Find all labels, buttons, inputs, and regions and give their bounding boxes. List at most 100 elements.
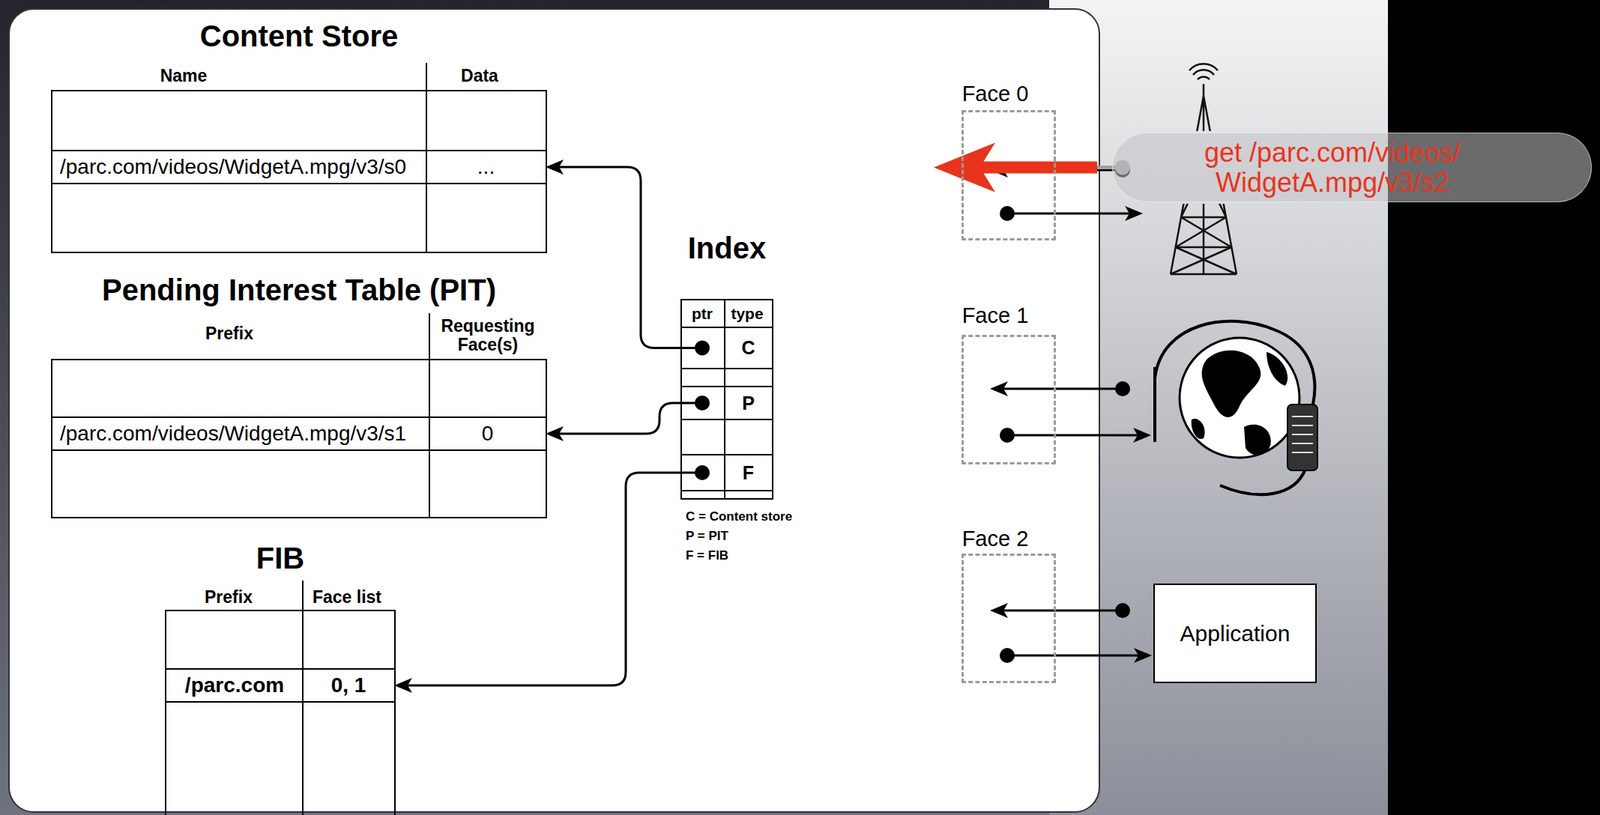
face-box: Face 0 — [961, 110, 1056, 241]
arrowhead — [394, 678, 413, 694]
column-divider — [428, 313, 431, 518]
column-header: Face list — [312, 587, 382, 608]
pointer-line — [406, 472, 703, 686]
table-box: Content Store/parc.com/videos/WidgetA.mp… — [50, 89, 548, 254]
prefix-cell: /parc.com/videos/WidgetA.mpg/v3/s1 — [52, 418, 430, 450]
index-row: P — [681, 385, 772, 421]
column-header: type — [730, 305, 763, 323]
type-letter: F — [724, 455, 772, 491]
index-key: C = Content store — [685, 509, 793, 525]
face-list-cell: 0, 1 — [331, 673, 367, 698]
data-cell: ... — [426, 151, 546, 183]
type-letter: C — [741, 337, 755, 359]
data-cell: ... — [477, 155, 495, 180]
arrowhead — [1133, 648, 1152, 664]
index-table: IndexCPF — [680, 299, 774, 500]
pointer-dot — [694, 395, 710, 411]
face-title: Face 2 — [962, 526, 1029, 552]
connector — [545, 395, 710, 442]
table-title: FIB — [166, 541, 395, 576]
type-letter: P — [741, 392, 755, 415]
application-box: Application — [1153, 583, 1317, 684]
name-cell: /parc.com/videos/WidgetA.mpg/v3/s0 — [59, 155, 407, 180]
face-cell: 0 — [481, 421, 494, 446]
arrowhead — [1124, 206, 1143, 222]
connector-bar — [1153, 367, 1157, 443]
table-title: Pending Interest Table (PIT) — [101, 273, 497, 308]
connector — [999, 648, 1152, 664]
table-title: Index — [666, 230, 787, 266]
face-box: Face 1 — [961, 334, 1056, 465]
type-letter: C — [724, 328, 772, 368]
connector — [394, 465, 710, 694]
main-panel — [8, 8, 1101, 814]
table-box: Pending Interest Table (PIT)/parc.com/vi… — [50, 358, 548, 519]
index-key: P = PIT — [685, 529, 729, 545]
arrow-line — [1002, 388, 1123, 391]
request-band: get /parc.com/videos/ WidgetA.mpg/v3/s2 — [1112, 132, 1592, 203]
table-row: /parc.com/videos/WidgetA.mpg/v3/s1 0 — [52, 416, 546, 452]
face-title: Face 1 — [962, 303, 1029, 329]
continents — [1191, 350, 1288, 456]
server-device — [1287, 404, 1318, 471]
cable — [1220, 469, 1306, 495]
face-title: Face 2 — [920, 525, 1071, 553]
arrow-line — [1007, 212, 1131, 216]
pointer-dot — [694, 465, 710, 481]
face-title: Face 0 — [962, 81, 1029, 107]
arrow-line — [1007, 434, 1139, 437]
prefix-cell: /parc.com/videos/WidgetA.mpg/v3/s1 — [59, 421, 407, 446]
column-header: Data — [460, 65, 499, 87]
request-text: get /parc.com/videos/ WidgetA.mpg/v3/s2 — [1186, 135, 1479, 200]
type-letter: P — [724, 387, 772, 419]
index-row: C — [681, 326, 772, 370]
column-divider — [723, 299, 726, 500]
arrowhead — [989, 381, 1008, 397]
request-text: get /parc.com/videos/ WidgetA.mpg/v3/s2 — [1186, 137, 1479, 198]
arrowhead — [933, 143, 996, 193]
arrow-line — [1002, 610, 1123, 613]
table-title: Content Store — [200, 19, 398, 54]
prefix-cell: /parc.com — [166, 669, 303, 702]
arrowhead — [545, 159, 564, 175]
connector — [989, 603, 1131, 619]
pointer-dot — [999, 648, 1015, 664]
pointer-dot — [1115, 603, 1131, 619]
arrowhead — [545, 426, 564, 442]
index-key: F = FIB — [685, 548, 729, 564]
face-box: Face 2 — [961, 553, 1056, 684]
table-title: Index — [687, 231, 766, 266]
table-title: Content Store — [52, 18, 546, 54]
column-header: Name — [160, 65, 208, 87]
arrowhead — [1133, 427, 1152, 443]
face-cell: 0 — [429, 418, 546, 450]
table-title: Pending Interest Table (PIT) — [52, 272, 546, 308]
type-letter: F — [742, 462, 754, 485]
column-header: Requesting Face(s) — [431, 317, 545, 356]
application-label: Application — [1180, 621, 1291, 647]
application-label: Application — [1154, 585, 1316, 682]
table-row: /parc.com/videos/WidgetA.mpg/v3/s0... — [52, 149, 546, 185]
arrow-line — [1007, 654, 1140, 658]
face-list-cell: 0, 1 — [302, 669, 395, 702]
pointer-dot — [694, 340, 710, 356]
index-row: F — [681, 454, 772, 492]
table-title: FIB — [256, 541, 305, 576]
arrowhead — [989, 603, 1008, 619]
black-strip — [1387, 0, 1600, 815]
network-icon — [1154, 321, 1318, 495]
face-title: Face 0 — [920, 80, 1071, 108]
name-cell: /parc.com/videos/WidgetA.mpg/v3/s0 — [52, 151, 427, 183]
table-box: FIB/parc.com0, 1 — [164, 610, 396, 815]
server-slots — [1291, 416, 1313, 453]
globe — [1179, 337, 1300, 458]
column-header: ptr — [691, 305, 713, 323]
column-header: Prefix — [204, 587, 253, 608]
radio-waves — [1189, 63, 1218, 80]
column-divider — [302, 580, 304, 815]
face-arrows — [989, 162, 1152, 443]
table-row: /parc.com 0, 1 — [166, 668, 395, 703]
prefix-cell: /parc.com — [185, 673, 285, 698]
